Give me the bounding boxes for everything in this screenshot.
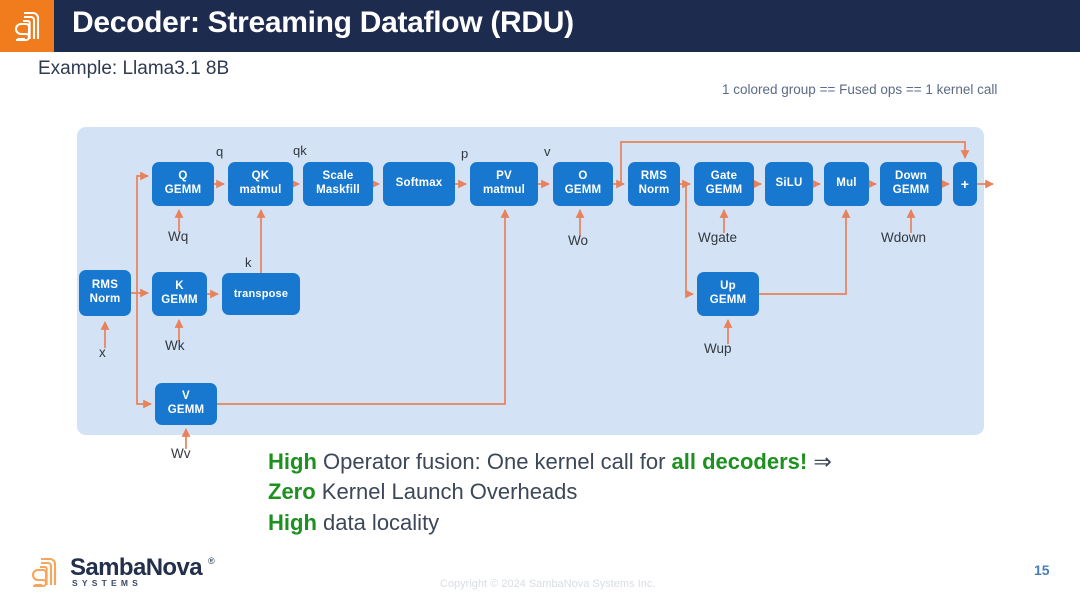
bullet-lead: High <box>268 449 317 474</box>
bullet-rest: Operator fusion: One kernel call for <box>316 449 672 474</box>
bullet-item: Zero Kernel Launch Overheads <box>268 477 1028 507</box>
page-number: 15 <box>1034 562 1050 578</box>
footer-systems: SYSTEMS <box>72 578 143 588</box>
summary-bullets: High Operator fusion: One kernel call fo… <box>268 447 1028 538</box>
node-softmax[interactable]: Softmax <box>383 162 455 206</box>
bullet-emphasis: all decoders! <box>671 449 808 474</box>
label-p: p <box>461 146 469 161</box>
bullet-rest: Kernel Launch Overheads <box>315 479 578 505</box>
sambanova-glyph-icon <box>32 557 57 588</box>
weight-wup: Wup <box>704 341 732 356</box>
node-transpose[interactable]: transpose <box>222 273 300 315</box>
weight-wq: Wq <box>168 229 189 244</box>
footer-brand: SambaNova <box>70 554 203 581</box>
legend-note: 1 colored group == Fused ops == 1 kernel… <box>722 82 998 97</box>
bullet-tail: ⇒ <box>807 449 832 474</box>
bullet-item: High data locality <box>268 508 1028 538</box>
weight-x: x <box>99 345 106 360</box>
label-q: q <box>216 144 224 159</box>
node-mul[interactable]: Mul <box>824 162 869 206</box>
registered-mark: ® <box>208 556 215 566</box>
weight-wgate: Wgate <box>698 230 738 245</box>
bullet-lead: Zero <box>268 479 316 505</box>
weight-wo: Wo <box>568 233 589 248</box>
weight-wv: Wv <box>171 446 191 461</box>
bullet-item: High Operator fusion: One kernel call fo… <box>268 447 1028 477</box>
copyright-text: Copyright © 2024 SambaNova Systems Inc. <box>440 578 656 590</box>
bullet-lead: High <box>268 509 317 535</box>
label-k: k <box>245 255 252 270</box>
node-add[interactable]: + <box>953 162 977 206</box>
weight-wk: Wk <box>165 338 185 353</box>
node-silu[interactable]: SiLU <box>765 162 813 206</box>
label-v: v <box>544 144 551 159</box>
sambanova-logo-icon <box>0 0 54 52</box>
footer-logo: SambaNova ® SYSTEMS <box>22 552 222 594</box>
subtitle: Example: Llama3.1 8B <box>38 58 230 79</box>
slide-header <box>0 0 1080 52</box>
page-title: Decoder: Streaming Dataflow (RDU) <box>72 6 574 39</box>
label-qk: qk <box>293 143 307 158</box>
bullet-rest: data locality <box>316 509 440 535</box>
weight-wdown: Wdown <box>881 230 927 245</box>
